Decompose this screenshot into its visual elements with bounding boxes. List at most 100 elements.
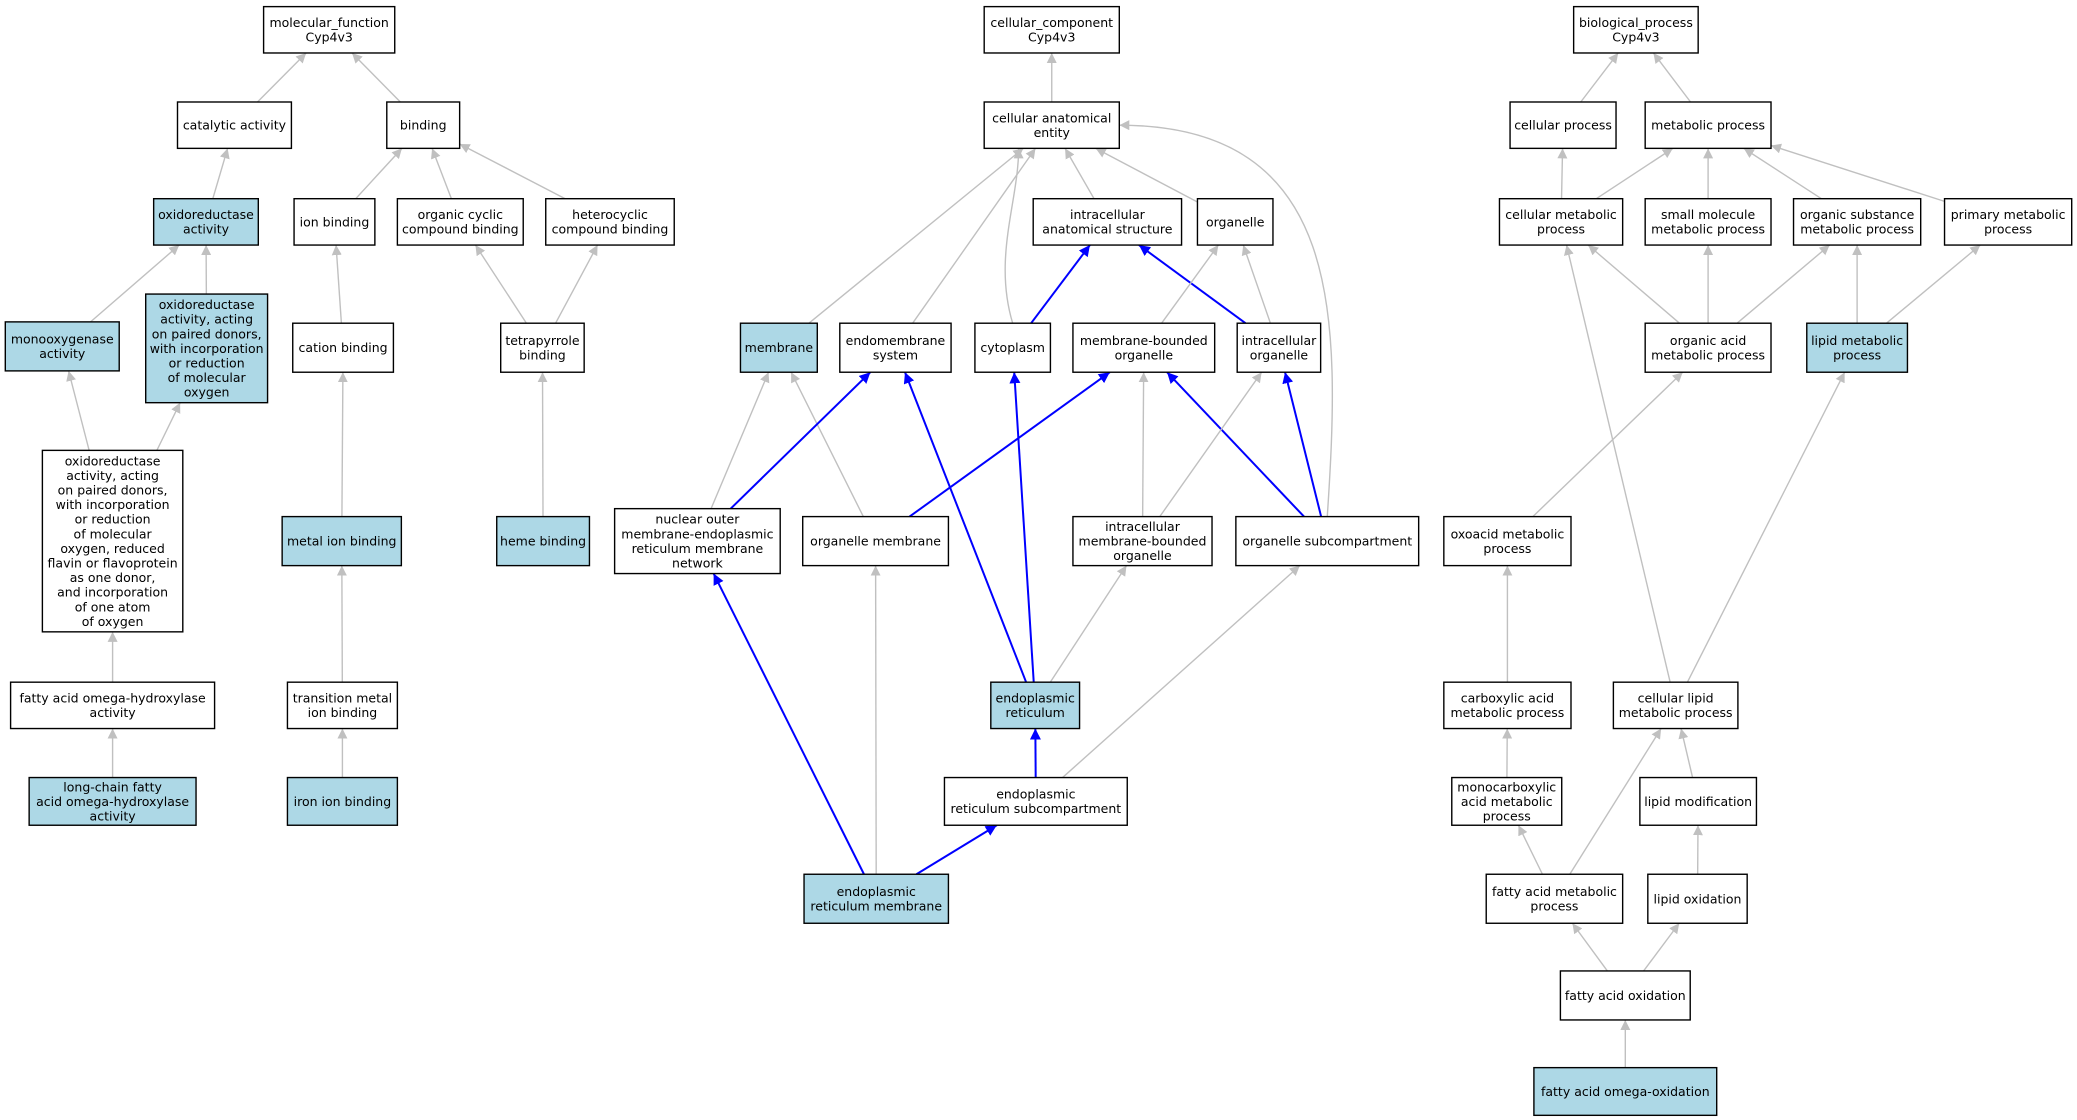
node-label-line: system [873,348,918,363]
node-box [292,322,395,373]
node-label-line: metabolic process [1651,118,1765,133]
edge-oxoacid-to-org_acid [1532,371,1684,518]
node-label-line: iron ion binding [294,794,392,809]
edge-metal_ion-to-cation_binding [337,372,348,517]
edge-nuc_outer-to-membrane [710,371,770,509]
edge-org_subst-to-metabolic_process [1743,147,1822,200]
node-label-line: cellular metabolic [1505,207,1617,222]
node-ion-binding: ion binding [293,197,376,246]
node-box [1032,197,1183,246]
node-label-line: flavin or flavoprotein [48,556,178,571]
node-label-line: process [1833,348,1881,363]
node-label-line: catalytic activity [183,118,287,133]
node-label-line: endoplasmic [996,691,1075,706]
node-metal-ion: metal ion binding [281,515,403,567]
edge-endomembrane-to-cae [912,147,1037,324]
node-box [1572,5,1699,54]
node-label-line: of oxygen [82,614,144,629]
edge-layer [66,52,1981,1068]
node-box [990,681,1081,730]
node-label-line: small molecule [1661,207,1756,222]
node-label-line: with incorporation [56,497,170,512]
node-label-line: Cyp4v3 [1028,30,1075,45]
node-heme-binding: heme binding [496,515,591,567]
edge-intracell_mbo-to-mem_bounded_org [1138,372,1149,517]
edge-tetrapyrrole-to-org_cyclic [474,244,528,324]
node-label-line: with incorporation [150,341,264,356]
edge-org_subcomp-to-cae [1119,120,1334,517]
node-label-line: reticulum membrane [810,899,942,914]
node-label-line: reticulum [1006,705,1065,720]
edge-cell_metab-to-metabolic_process [1595,147,1674,200]
edge-org_membrane-to-membrane [790,371,864,517]
edge-fa_ox-to-fa_metab [1571,922,1608,972]
node-label-line: acid omega-hydroxylase [36,794,189,809]
edge-cation_binding-to-ion_binding [331,245,343,324]
node-label-line: as one donor, [70,570,156,585]
node-box [1644,197,1772,246]
node-label-line: metal ion binding [287,534,397,549]
edge-er_membrane-to-nuc_outer [712,573,865,875]
node-label-line: organelle [1113,548,1172,563]
node-label-line: intracellular [1105,519,1181,534]
node-label-line: Cyp4v3 [1612,30,1659,45]
edge-org_subcomp-to-mem_bounded_org [1166,371,1305,518]
node-label-line: organic substance [1800,207,1915,222]
node-label-line: organelle [1206,214,1265,229]
node-label-line: organic cyclic [418,207,503,222]
node-binding: binding [386,101,461,150]
node-label-line: heme binding [500,534,586,549]
node-label-line: on paired donors, [152,326,262,341]
node-label-line: process [1530,899,1578,914]
node-label-line: membrane-bounded [1080,333,1208,348]
node-cellular-process: cellular process [1509,101,1617,150]
edge-metabolic_process-to-bp_root [1652,52,1692,103]
node-label-line: oxidoreductase [158,207,254,222]
node-box [545,197,675,246]
node-label-line: cellular lipid [1638,691,1714,706]
node-label-line: fatty acid metabolic [1492,884,1617,899]
node-box [613,507,781,575]
node-label-line: oxygen, reduced [60,541,164,556]
node-box [9,681,216,730]
node-box [1072,515,1213,567]
node-box [1236,322,1322,373]
node-label-line: of one atom [75,599,151,614]
node-box [739,322,818,373]
node-box [1612,681,1739,730]
node-label-line: metabolic process [1651,222,1765,237]
node-label-line: nuclear outer [655,512,740,527]
node-label-line: molecular_function [269,15,388,30]
node-box [145,293,269,404]
node-label-line: process [1537,222,1585,237]
edge-nuc_outer-to-endomembrane [729,371,872,510]
node-box [286,776,399,826]
node-label-line: cellular anatomical [992,110,1111,125]
node-box [1943,197,2073,246]
node-box [1072,322,1216,373]
node-label-line: network [672,556,724,571]
node-label-line: process [1483,808,1531,823]
node-label-line: ion binding [308,705,378,720]
node-label-line: and incorporation [57,585,168,600]
node-label-line: monooxygenase [11,332,114,347]
edge-tetrapyrrole-to-heterocyclic [554,244,599,324]
node-label-line: oxidoreductase [159,297,255,312]
node-cation-binding: cation binding [292,322,395,373]
node-label-line: intracellular [1242,333,1318,348]
edge-cell_metab-to-cellular_process [1557,148,1568,199]
